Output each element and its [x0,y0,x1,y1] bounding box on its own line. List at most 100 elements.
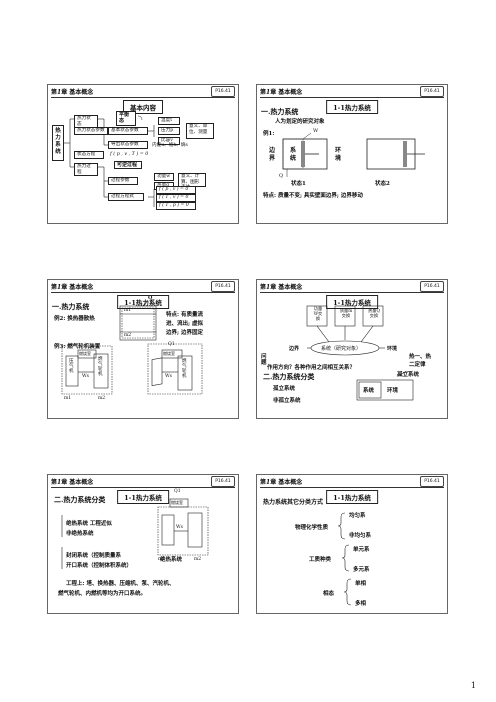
school-logo: P16.41 [420,281,444,292]
feature-line-1: 特点: 有质量流 [166,312,203,318]
section-title: 一.热力系统 [261,107,299,116]
node-derived-param: 导出状态参数 [108,141,148,149]
school-logo: P16.41 [420,476,444,487]
single-component: 单元系 [353,547,370,553]
node-state-equation: 状态方程 [74,151,104,159]
node-thermal-process: 热力过程 [74,163,98,177]
homogeneous-system: 均匀系 [349,513,366,519]
node-process-param: 过程参数 [108,177,138,185]
process-eq-1: f ( p , v ) = 0 [156,186,196,194]
heat-label: Q [279,173,284,179]
turbine-label-2: 燃气轮机 [182,359,187,379]
adiabatic-system: 绝热系统 工程近似 [66,521,112,527]
node-process-equation: 过程方程式 [108,193,144,201]
q1-label: Q1 [168,342,175,347]
slide-header: 第1章 基本概念 P16.41 [257,280,447,294]
section-title: 热力系统其它分类方式 [263,499,324,506]
slide-thermal-system-open: 第1章 基本概念 P16.41 1-1热力系统 一.热力系统 例2: 换热器散热… [47,279,239,419]
example-3-label: 例3: 燃气轮机装置 [54,344,101,350]
node-work: 功量w [154,173,174,181]
open-system: 开口系统（控制体积系统） [66,563,133,569]
classification-title: 二.热力系统分类 [263,372,315,381]
question-text: 作用方向？各种作用之间相互关系？ [267,365,356,371]
non-adiabatic-system: 非绝热系统 [66,531,94,537]
combustor-label: 燃烧室 [79,351,91,356]
interaction-diagram [306,305,414,401]
slide-banner: 1-1热力系统 [326,100,378,114]
boundary-label: 边界 [289,346,300,352]
m1-label: m1 [158,557,166,562]
section-title: 二.热力系统分类 [54,495,106,504]
system-label-1: 系 [290,147,297,154]
question-label: 问题 [261,354,267,367]
classification-braces [337,512,352,606]
slide-banner: 1-1热力系统 [117,490,169,504]
school-logo: P16.41 [211,281,235,292]
slide-header: 第1章 基本概念 P16.41 [257,475,447,489]
feature-line-2: 进、流出; 虚拟 [166,321,203,327]
closed-system: 封闭系统（控制质量系 [66,553,122,559]
school-logo: P16.41 [211,476,235,487]
example-2-label: 例2: 换热器散热 [54,316,95,322]
slide-system-classification: 第1章 基本概念 P16.41 1-1热力系统 二.热力系统分类 绝热系统 工程… [47,474,239,614]
m2-label: m2 [124,333,132,338]
non-isolated-system-item: 非孤立系统 [273,398,301,404]
chapter-title: 第1章 基本概念 [260,284,303,291]
example-label: 例1: [263,131,275,137]
slide-banner: 1-1热力系统 [326,490,378,504]
m-out-label: m2 [98,396,106,401]
slide-header: 第1章 基本概念 P16.41 [48,280,238,294]
slide-banner: 1-1热力系统 [326,295,378,309]
node-basic-param: 基本状态参数 [108,127,148,135]
school-logo: P16.41 [420,86,444,97]
slide-basic-content: 第1章 基本概念 P16.41 基本内容 热力系统 热力状态 平衡态 热力状态参… [47,84,239,224]
engineering-note-2: 燃气轮机、内燃机等均为开口系统。 [58,591,147,597]
school-logo: P16.41 [211,86,235,97]
working-medium-type: 工质种类 [309,557,332,563]
boundary-label-2: 界 [269,155,276,162]
system-box-label: 系统 [363,388,375,394]
turbine-label: 燃气轮机 [98,357,103,377]
combustor-label-2: 燃烧室 [163,351,175,356]
phase-state: 相态 [323,591,335,597]
classification-diagram [61,498,209,569]
feature-line-3: 边界; 边界固定 [166,330,203,336]
node-state-param: 热力状态参数 [74,127,108,135]
chapter-title: 第1章 基本概念 [51,89,94,96]
adiabatic-label: 绝热系统 [160,557,183,563]
process-eq-2: f ( T , v ) = 0 [156,194,196,202]
answer-text: 热一、热二定律 [409,354,432,368]
feature-text: 特点: 质量不变; 具实壁面边界; 边界移动 [263,193,363,199]
system-label-2: 统 [290,155,297,162]
node-basic-meaning: 意义、单位、测量 [186,123,214,139]
node-specific-volume: 比容v [158,137,180,145]
physical-chemical-property: 物理化学性质 [295,525,329,531]
heterogeneous-system: 非均匀系 [349,533,372,539]
piston-diagram [282,132,425,177]
m-in-label: m1 [64,396,72,401]
q1-label: Q1 [174,489,181,494]
diagrams [61,299,203,395]
state-equation-formula: f ( p , v , T ) = 0 [110,152,149,157]
node-thermal-state: 热力状态 [74,115,98,129]
state-2-label: 状态2 [375,181,390,187]
multi-phase: 多相 [355,601,367,607]
chapter-title: 第1章 基本概念 [51,479,94,486]
ws-label-2: Ws [165,374,172,379]
derived-items: 内能u、焓h、熵s [152,143,188,148]
slide-thermal-system-closed: 第1章 基本概念 P16.41 1-1热力系统 一.热力系统 人为划定的研究对象… [256,84,448,224]
environment-label-2: 境 [335,155,342,162]
boundary-label-1: 边 [269,147,276,154]
slide-other-classification: 第1章 基本概念 P16.41 1-1热力系统 热力系统其它分类方式 物理化学性… [256,474,448,614]
m2-label: m2 [194,557,202,562]
ws-label: Ws [82,374,89,379]
isolated-system-item: 孤立系统 [273,386,296,392]
system-research-object: 系统（研究对象） [321,346,362,352]
engineering-note-1: 工程上: 塔、换热器、压缩机、泵、汽轮机、 [66,581,175,587]
node-pressure: 压力p [158,127,180,135]
isolated-system-label: 孤立系统 [397,372,420,378]
environment-box-label: 环境 [387,388,399,394]
ws-label: Ws [176,525,183,530]
